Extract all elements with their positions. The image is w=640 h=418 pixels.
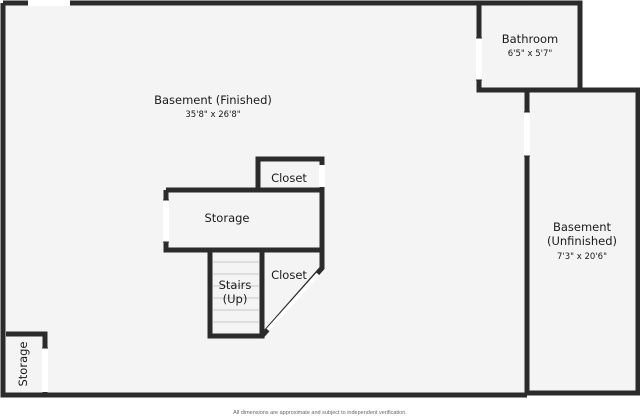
- closet-lower-label: Closet: [271, 268, 307, 282]
- storage-corner-label: Storage: [16, 342, 30, 387]
- opening-storage-center: [163, 200, 169, 242]
- basement-unfinished-label-line1: Basement: [553, 220, 612, 234]
- unfinished-wall: [524, 87, 640, 396]
- basement-unfinished-dims: 7'3" x 20'6": [557, 252, 607, 262]
- disclaimer: All dimensions are approximate and subje…: [233, 410, 407, 416]
- bathroom-floor: [481, 6, 578, 88]
- basement-finished-dims: 35'8" x 26'8": [185, 110, 240, 120]
- opening-storage-corner: [42, 348, 48, 392]
- storage-center-label: Storage: [205, 211, 250, 225]
- stair-treads: [213, 261, 259, 323]
- opening-unfinished-door: [524, 112, 530, 156]
- basement-finished-label: Basement (Finished): [154, 93, 272, 107]
- outer-wall-left: [0, 3, 527, 398]
- basement-unfinished-label-line2: (Unfinished): [547, 234, 617, 248]
- openings: [28, 0, 530, 392]
- opening-closet-top: [319, 165, 325, 187]
- stairs-label-line1: Stairs: [219, 278, 252, 292]
- opening-top-left: [28, 0, 70, 6]
- labels: Basement (Finished) 35'8" x 26'8" Bathro…: [16, 32, 617, 416]
- bathroom-label: Bathroom: [502, 32, 558, 46]
- stairs-closet-wall: [207, 250, 265, 339]
- bathroom-dims: 6'5" x 5'7": [508, 49, 553, 59]
- stairs-label-line2: (Up): [223, 292, 248, 306]
- basement-unfinished-floor: [528, 92, 636, 391]
- opening-bathroom-door: [476, 38, 482, 80]
- closet-top-label: Closet: [271, 171, 307, 185]
- opening-closet-lower: [266, 272, 320, 332]
